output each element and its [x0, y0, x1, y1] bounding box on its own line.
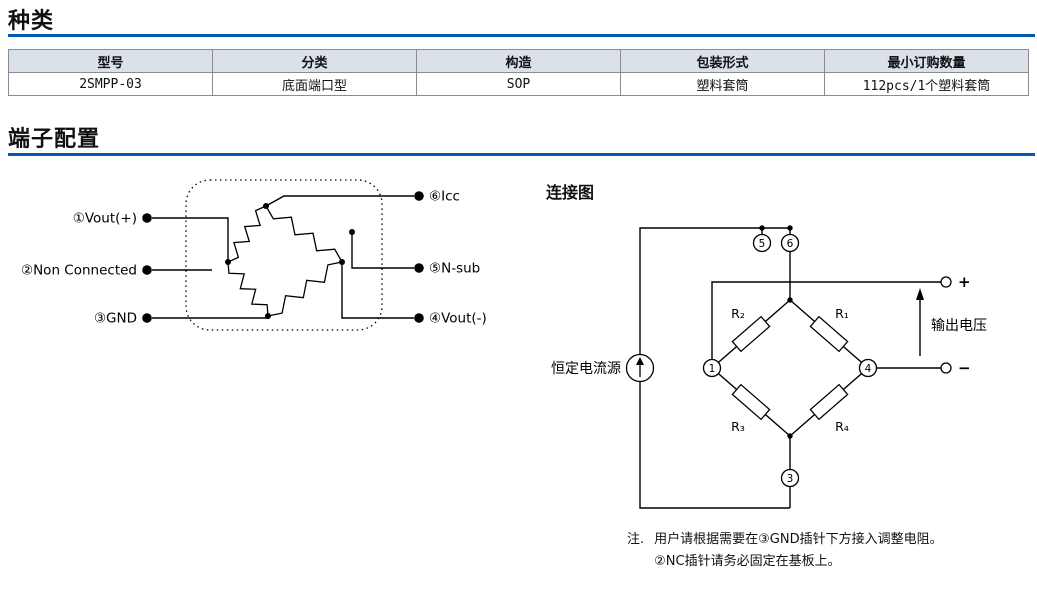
resistor-r2-label: R₂ — [731, 306, 745, 321]
table-header-row: 型号 分类 构造 包装形式 最小订购数量 — [8, 49, 1029, 73]
col-model: 型号 — [8, 49, 213, 73]
bridge-resistor-zigzag — [227, 205, 267, 263]
node4-circle — [858, 358, 878, 378]
resistor-r3-label: R₃ — [731, 419, 745, 434]
resistor-r3-body — [731, 383, 771, 421]
col-packaging: 包装形式 — [620, 49, 825, 73]
junction-dot — [339, 259, 345, 265]
output-voltage-label: 输出电压 — [931, 318, 987, 334]
pin6-terminal-dot — [414, 191, 424, 201]
resistor-r1-label: R₁ — [835, 306, 849, 321]
pin1-label: ①Vout(+) — [73, 211, 137, 227]
pin6-wire — [265, 195, 414, 207]
col-structure: 构造 — [416, 49, 621, 73]
pin4-terminal-dot — [414, 313, 424, 323]
plus-terminal — [940, 276, 952, 288]
col-category: 分类 — [212, 49, 417, 73]
resistor-r1-body — [809, 315, 849, 353]
types-table: 型号 分类 构造 包装形式 最小订购数量 2SMPP-03 底面端口型 SOP … — [8, 49, 1029, 96]
node6-circle — [780, 233, 800, 253]
cell-model: 2SMPP-03 — [8, 72, 213, 96]
pin5-label: ⑤N-sub — [429, 261, 480, 277]
cell-structure: SOP — [416, 72, 621, 96]
col-moq: 最小订购数量 — [824, 49, 1029, 73]
node6-number: 6 — [787, 238, 794, 250]
resistor-r2-body — [731, 315, 771, 353]
bridge-resistor-zigzag — [267, 261, 343, 317]
table-row: 2SMPP-03 底面端口型 SOP 塑料套筒 112pcs/1个塑料套筒 — [8, 72, 1029, 96]
pin3-label: ③GND — [94, 311, 137, 327]
junction-dot — [263, 203, 269, 209]
types-table-body: 2SMPP-03 底面端口型 SOP 塑料套筒 112pcs/1个塑料套筒 — [8, 72, 1029, 96]
bridge-zigzag-resistors — [227, 205, 343, 317]
output-terminals: + − 输出电压 — [916, 273, 987, 377]
node1-number: 1 — [709, 363, 716, 375]
note-line-1: 用户请根据需要在③GND插针下方接入调整电阻。 — [654, 532, 943, 547]
minus-terminal — [940, 362, 952, 374]
output-voltage-arrow-head — [916, 288, 924, 300]
junction-dot — [265, 313, 271, 319]
node4-number: 4 — [865, 363, 872, 375]
node5-circle — [752, 233, 772, 253]
junction-dot — [787, 225, 793, 231]
section-title-terminals: 端子配置 — [8, 127, 101, 152]
pin4-wire — [341, 262, 414, 319]
node-circles: 5 6 1 4 3 — [702, 233, 878, 488]
package-outline-dotted — [185, 179, 383, 331]
resistor-r4-label: R₄ — [835, 419, 849, 434]
bridge-resistor-zigzag — [227, 261, 269, 317]
junction-dot — [787, 433, 793, 439]
section-rule — [8, 34, 1035, 37]
pin3-wire — [152, 316, 269, 319]
cell-moq: 112pcs/1个塑料套筒 — [824, 72, 1029, 96]
pin1-terminal-dot — [142, 213, 152, 223]
junction-dot — [759, 225, 765, 231]
resistor-r4-body — [809, 383, 849, 421]
junction-dot — [787, 297, 793, 303]
node3-number: 3 — [787, 473, 794, 485]
pin5-wire — [351, 232, 414, 269]
junction-dots — [759, 225, 793, 439]
note-line-2: ②NC插针请务必固定在基板上。 — [654, 554, 841, 569]
section-rule — [8, 153, 1035, 156]
bridge-resistor-zigzag — [265, 205, 343, 263]
node1-circle — [702, 358, 722, 378]
bridge-junction-dots — [225, 203, 355, 319]
section-title-types: 种类 — [8, 9, 55, 34]
note-label: 注. — [627, 532, 645, 547]
plus-sign: + — [958, 273, 971, 291]
vout-plus-wire — [711, 281, 941, 360]
pin2-label: ②Non Connected — [21, 263, 137, 279]
pin-terminal-dots — [142, 191, 424, 323]
pin4-label: ④Vout(-) — [429, 311, 487, 327]
source-loop-top-wire — [639, 227, 790, 355]
cell-category: 底面端口型 — [212, 72, 417, 96]
node5-number: 5 — [759, 238, 766, 250]
source-loop-bottom-wire — [639, 381, 790, 509]
pin-wires — [152, 195, 414, 319]
pin-configuration-diagram: ①Vout(+) ②Non Connected ③GND ⑥Icc ⑤N-sub… — [21, 179, 487, 331]
bridge-resistors: R₂ R₁ R₃ R₄ — [731, 306, 849, 434]
pin-labels: ①Vout(+) ②Non Connected ③GND ⑥Icc ⑤N-sub… — [21, 189, 487, 327]
connection-diagram-title: 连接图 — [546, 183, 595, 202]
cell-packaging: 塑料套筒 — [620, 72, 825, 96]
note-lines: 用户请根据需要在③GND插针下方接入调整电阻。 ②NC插针请务必固定在基板上。 — [654, 529, 942, 573]
pin2-terminal-dot — [142, 265, 152, 275]
current-source-arrow-head — [636, 357, 644, 365]
junction-dot — [225, 259, 231, 265]
nsub-stub-dot — [349, 229, 355, 235]
circuit-wires — [639, 227, 941, 509]
minus-sign: − — [958, 359, 971, 377]
types-table-head: 型号 分类 构造 包装形式 最小订购数量 — [8, 49, 1029, 73]
connection-note: 注. 用户请根据需要在③GND插针下方接入调整电阻。 ②NC插针请务必固定在基板… — [627, 529, 943, 573]
node3-circle — [780, 468, 800, 488]
pin6-label: ⑥Icc — [429, 189, 460, 205]
pin1-wire — [152, 217, 229, 262]
pin5-terminal-dot — [414, 263, 424, 273]
current-source: 恒定电流源 — [551, 353, 655, 383]
pin3-terminal-dot — [142, 313, 152, 323]
connection-diagram: R₂ R₁ R₃ R₄ 恒定电流源 5 6 1 4 3 — [551, 225, 987, 509]
current-source-label: 恒定电流源 — [551, 361, 621, 377]
